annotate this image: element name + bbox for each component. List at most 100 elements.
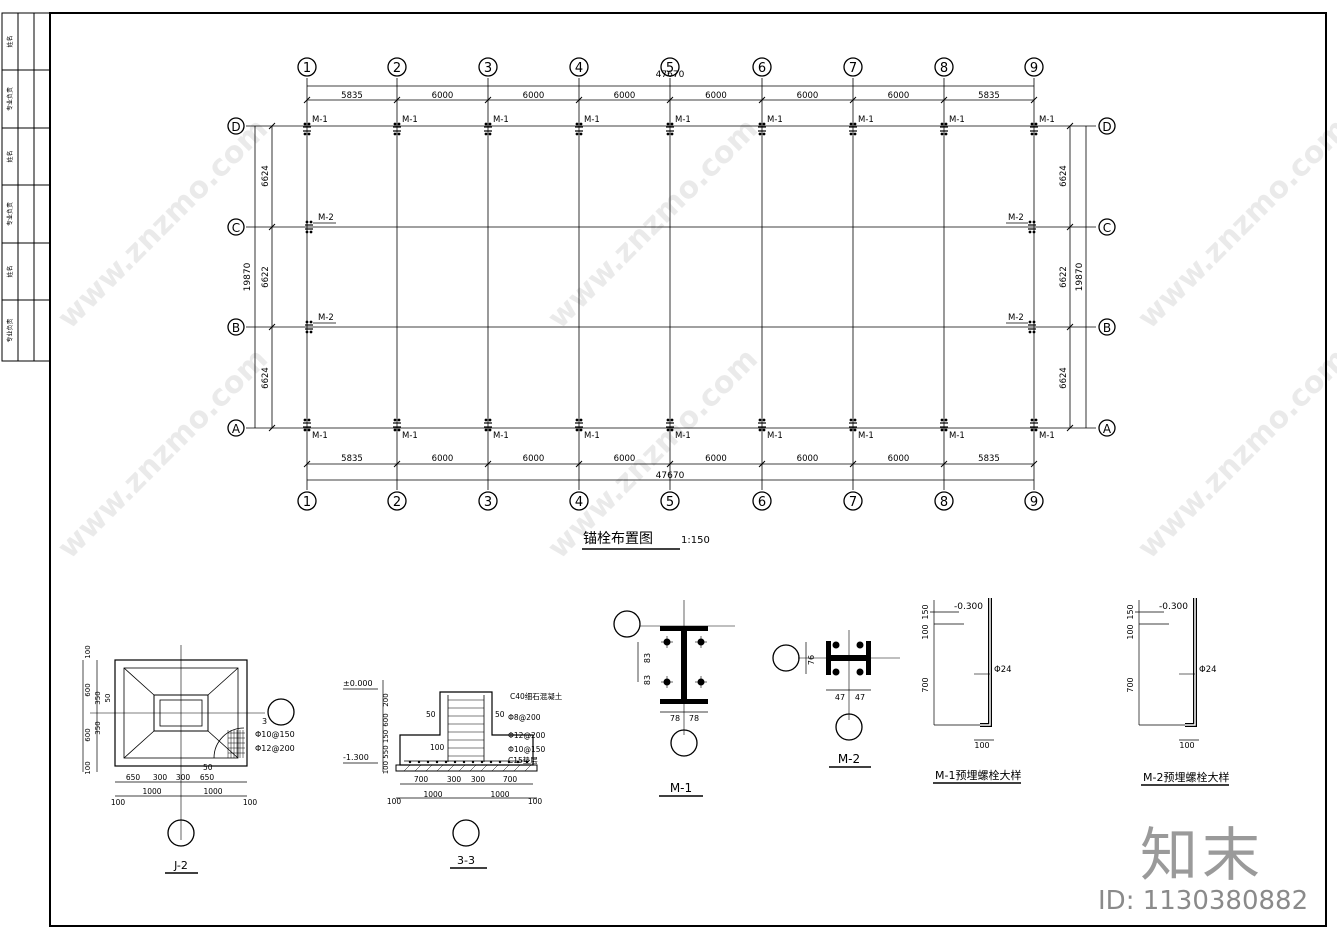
bay-dimension: 5835 (978, 91, 1000, 101)
bolt-dot (666, 418, 670, 422)
dim-tick (1030, 460, 1038, 468)
bolt-dot (1028, 320, 1032, 324)
bolt-dot (670, 428, 674, 432)
span-dimension: 6624 (261, 367, 271, 389)
grid-bubble-number: 2 (393, 495, 401, 510)
hatch (425, 764, 433, 772)
bolt-tag: M-1 (949, 115, 965, 125)
dim-tick (758, 460, 766, 468)
bolt-tag: M-1 (1039, 115, 1055, 125)
detail-bubble (452, 819, 480, 847)
anchor-bolt-marker (849, 418, 857, 432)
elevation-label: -0.300 (954, 602, 983, 612)
plan-scale: 1:150 (681, 535, 710, 546)
grid-bubble-left (227, 318, 245, 336)
bolt-dot (1032, 330, 1036, 334)
bolt-dot (762, 132, 766, 136)
image-id-label: ID: 1130380882 (1098, 886, 1309, 916)
flange (866, 641, 871, 675)
dim-tick (484, 96, 492, 104)
rebar-label: Φ12@200 (508, 731, 545, 740)
span-dimension: 6624 (1059, 367, 1069, 389)
bolt-dot (303, 428, 307, 432)
bolt-dot (309, 220, 313, 224)
hatch (502, 764, 510, 772)
slope-line (123, 667, 155, 696)
grid-bubble-letter: A (1103, 422, 1112, 436)
hatch (524, 764, 532, 772)
grid-bubble-bottom (660, 491, 680, 511)
detail-title: M-1预埋螺栓大样 (935, 768, 1021, 782)
bolt-dot (1030, 418, 1034, 422)
dim-tick (940, 96, 948, 104)
bay-dimension: 6000 (888, 91, 910, 101)
bolt-dot (940, 418, 944, 422)
rebar-dot (471, 760, 475, 764)
bolt-dot (666, 428, 670, 432)
hatch (480, 764, 488, 772)
bolt-dot (1034, 132, 1038, 136)
rebar-dot (480, 760, 484, 764)
bolt-dot (484, 428, 488, 432)
bolt-dot (307, 428, 311, 432)
dim-text: 700 (503, 775, 518, 784)
bolt-dot (1032, 320, 1036, 324)
anchor-bolt-marker (303, 418, 311, 432)
slope-line (123, 730, 155, 759)
dim-tick (268, 424, 276, 432)
bolt-dot (944, 418, 948, 422)
dim-text: 1000 (423, 790, 442, 799)
plan-title: 锚栓布置图 (583, 531, 653, 547)
bolt-dot (488, 418, 492, 422)
dim-text: 50 (104, 694, 112, 703)
dim-text: 50 (203, 763, 213, 772)
rebar-dot (435, 760, 439, 764)
hatch (436, 764, 444, 772)
anchor-bolt (980, 598, 992, 727)
bay-dimension: 6000 (614, 454, 636, 464)
anchor-bolt-core (980, 598, 991, 726)
rebar-dot (417, 760, 421, 764)
dim-tick (303, 96, 311, 104)
bolt-dot (575, 122, 579, 126)
bolt-tag: M-1 (1039, 431, 1055, 441)
overall-dimension: 19870 (243, 262, 253, 291)
span-dimension: 6622 (261, 266, 271, 288)
elevation-label: -1.300 (343, 753, 369, 762)
bolt-tag: M-1 (584, 115, 600, 125)
bolt-tag: M-1 (949, 431, 965, 441)
grid-bubble-bottom (478, 491, 498, 511)
anchor-bolt-marker (305, 220, 313, 234)
grid-bubble-top (660, 57, 680, 77)
grid-bubble-letter: B (232, 321, 240, 335)
anchor-bolt-marker (940, 122, 948, 136)
bolt-dot (393, 132, 397, 136)
bolt-tag: M-1 (312, 115, 328, 125)
bolt-dot (307, 132, 311, 136)
bolt-dot (575, 132, 579, 136)
bolt-dot (670, 132, 674, 136)
grid-bubble-number: 5 (666, 61, 674, 76)
bolt-dot (758, 132, 762, 136)
bolt-dot (670, 122, 674, 126)
bolt-dot (1032, 220, 1036, 224)
dim-text: 300 (153, 773, 168, 782)
detail-bubble (835, 713, 863, 741)
grid-bubble-number: 9 (1030, 61, 1038, 76)
slope-line (207, 667, 239, 696)
bay-dimension: 6000 (432, 454, 454, 464)
bolt-tag: M-1 (493, 431, 509, 441)
detail-title: M-1 (670, 781, 692, 795)
bolt-dot (393, 418, 397, 422)
rebar-dot (516, 760, 520, 764)
grid-bubble-right (1098, 117, 1116, 135)
bay-dimension: 6000 (523, 91, 545, 101)
rebar-label: Φ8@200 (508, 713, 541, 722)
section-bubble (267, 698, 295, 726)
bolt-dot (944, 132, 948, 136)
grid-bubble-letter: C (232, 221, 240, 235)
bolt-dot (849, 428, 853, 432)
dim-text: 350 (94, 721, 102, 734)
rebar-dot (462, 760, 466, 764)
dim-text: 150 (1126, 604, 1135, 619)
